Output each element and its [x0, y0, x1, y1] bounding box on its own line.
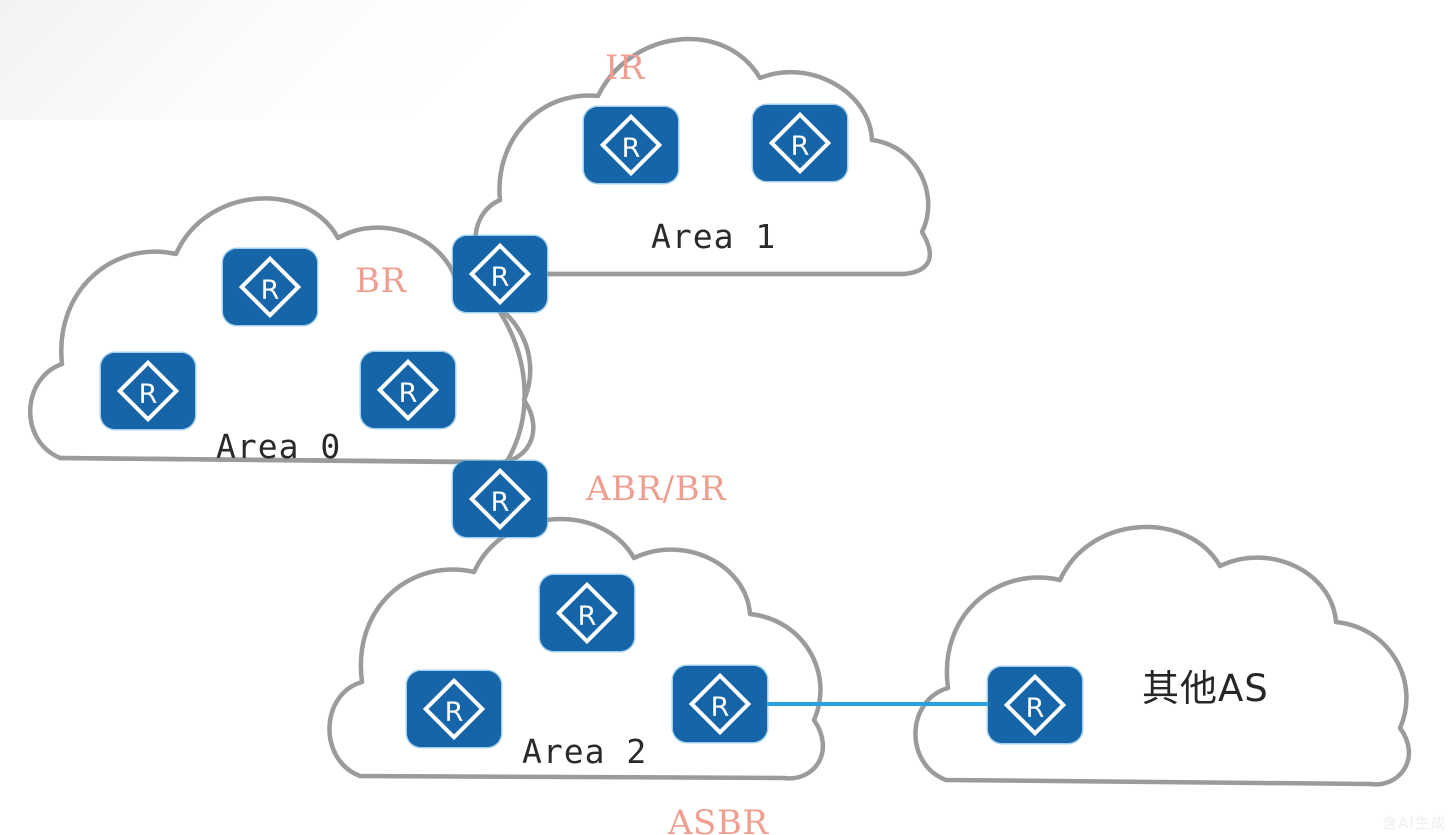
router-asbr[interactable]: R: [673, 666, 767, 742]
router-icon: R: [453, 236, 547, 312]
svg-text:R: R: [399, 378, 418, 409]
router-icon: R: [101, 353, 195, 429]
router-area2-r1[interactable]: R: [540, 575, 634, 651]
svg-text:R: R: [622, 133, 641, 164]
router-area1-r2[interactable]: R: [753, 105, 847, 181]
router-area2-r2[interactable]: R: [407, 671, 501, 747]
router-area0-r3[interactable]: R: [361, 352, 455, 428]
router-icon: R: [673, 666, 767, 742]
svg-text:R: R: [491, 262, 510, 293]
role-label-ir: IR: [605, 48, 646, 88]
cloud-label-other-as: 其他AS: [1142, 667, 1269, 710]
router-icon: R: [407, 671, 501, 747]
router-area1-r1[interactable]: R: [584, 107, 678, 183]
svg-text:R: R: [139, 379, 158, 410]
router-area0-r2[interactable]: R: [101, 353, 195, 429]
link-area0-to-br: [497, 309, 527, 469]
svg-text:R: R: [578, 601, 597, 632]
role-label-br: BR: [355, 261, 407, 301]
link-area0-to-abrbr: [57, 455, 457, 465]
cloud-label-area1: Area 1: [651, 217, 777, 256]
router-br[interactable]: R: [453, 236, 547, 312]
svg-text:R: R: [1026, 693, 1045, 724]
role-label-abr-br: ABR/BR: [586, 469, 727, 509]
router-abr-br[interactable]: R: [453, 461, 547, 537]
svg-text:R: R: [261, 275, 280, 306]
cloud-label-area0: Area 0: [216, 427, 342, 466]
cloud-label-area2: Area 2: [522, 732, 648, 771]
router-icon: R: [453, 461, 547, 537]
router-icon: R: [988, 667, 1082, 743]
router-icon: R: [361, 352, 455, 428]
svg-text:R: R: [491, 487, 510, 518]
router-icon: R: [540, 575, 634, 651]
router-icon: R: [223, 249, 317, 325]
router-icon: R: [584, 107, 678, 183]
svg-text:R: R: [711, 692, 730, 723]
router-icon: R: [753, 105, 847, 181]
router-area0-r1[interactable]: R: [223, 249, 317, 325]
watermark: 含AI生成: [1382, 814, 1447, 832]
svg-text:R: R: [445, 697, 464, 728]
svg-text:R: R: [791, 131, 810, 162]
router-other-as[interactable]: R: [988, 667, 1082, 743]
cloud-area1: [473, 36, 933, 277]
cloud-other-as: [913, 524, 1412, 787]
role-label-asbr: ASBR: [668, 803, 769, 835]
